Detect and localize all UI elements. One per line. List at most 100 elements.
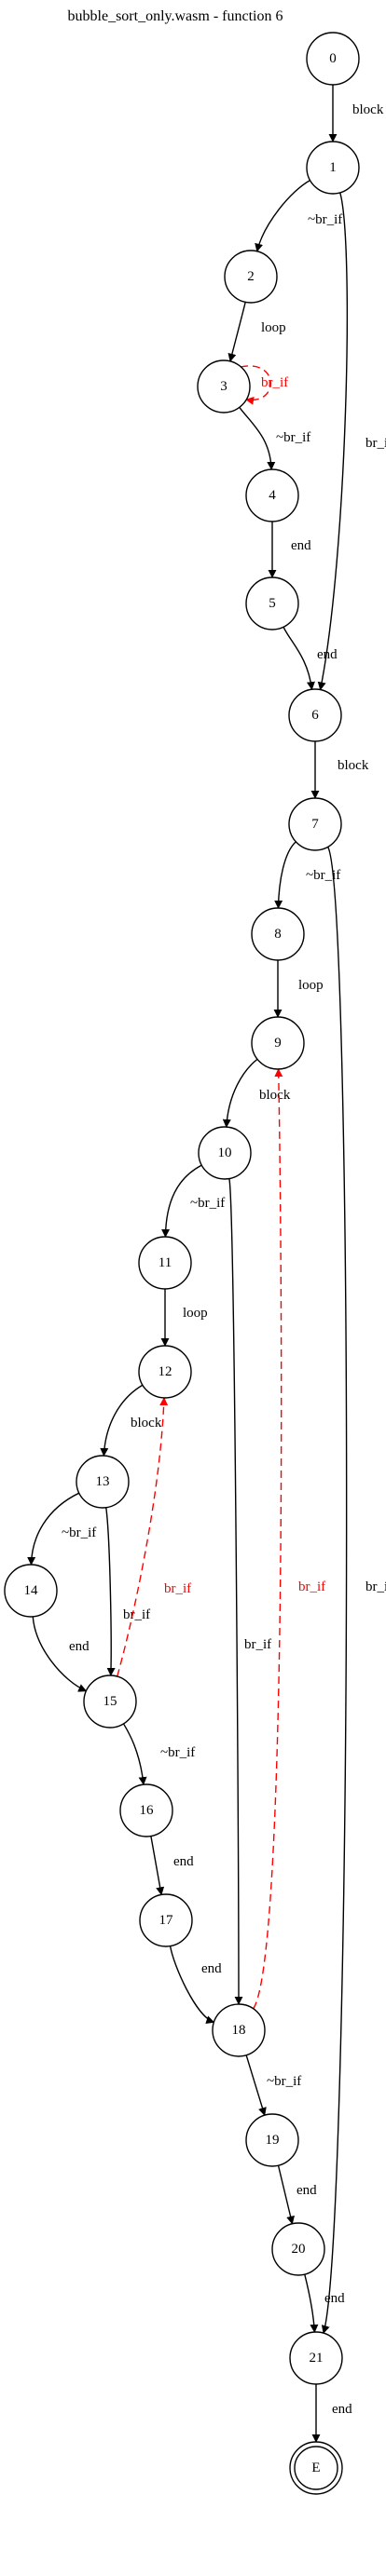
- node-label: 9: [274, 1036, 282, 1051]
- node-label: 0: [329, 51, 337, 66]
- edge-11-to-12: loop: [160, 1289, 208, 1347]
- edge-label: end: [173, 1854, 194, 1869]
- edge-13-to-15: br_if: [105, 1507, 150, 1676]
- node-label: 13: [96, 1474, 110, 1489]
- edge-21-to-E: end: [311, 2384, 352, 2443]
- node-circle: [271, 2222, 325, 2276]
- node-19: 19: [245, 2113, 299, 2167]
- diagram-title: bubble_sort_only.wasm - function 6: [68, 8, 283, 24]
- edge-line: [283, 626, 315, 691]
- node-circle: [119, 1783, 173, 1837]
- node-circle: [76, 1455, 130, 1509]
- node-label: 15: [103, 1694, 117, 1709]
- node-17: 17: [139, 1893, 193, 1947]
- edge-label: block: [259, 1088, 291, 1103]
- edge-line: [304, 2273, 319, 2333]
- edge-label: ~br_if: [267, 2074, 301, 2089]
- edge-14-to-15: end: [32, 1616, 90, 1692]
- edge-line: [227, 302, 246, 362]
- node-circle: [288, 688, 342, 742]
- edge-line: [245, 2054, 267, 2117]
- edge-label: end: [317, 647, 338, 662]
- node-circle: [197, 359, 251, 414]
- edge-label: block: [131, 1416, 162, 1430]
- node-circle: [288, 797, 342, 851]
- edge-9-to-10: block: [222, 1058, 291, 1128]
- node-14: 14: [4, 1564, 58, 1618]
- node-label: 8: [274, 927, 282, 942]
- edge-7-to-8: ~br_if: [274, 841, 340, 909]
- edge-2-to-3: loop: [227, 302, 286, 362]
- edge-15-to-16: ~br_if: [122, 1723, 195, 1786]
- edge-line: [253, 1068, 283, 2010]
- edge-10-to-11: ~br_if: [161, 1164, 225, 1238]
- edge-line: [240, 365, 271, 405]
- edge-label: loop: [183, 1306, 208, 1321]
- node-label: 10: [218, 1146, 232, 1160]
- node-label: 3: [220, 379, 227, 394]
- edge-label: ~br_if: [276, 430, 310, 445]
- node-8: 8: [251, 907, 305, 961]
- node-21: 21: [289, 2331, 343, 2385]
- edge-line: [228, 1178, 243, 2005]
- edge-19-to-20: end: [277, 2165, 317, 2225]
- node-3: 3: [197, 359, 251, 414]
- edge-1-to-2: ~br_if: [255, 179, 342, 252]
- edge-line: [277, 2165, 295, 2225]
- edge-label: end: [332, 2402, 352, 2417]
- edge-line: [169, 1946, 215, 2025]
- edge-label: loop: [298, 978, 324, 993]
- edge-1-to-6: br_if: [317, 192, 386, 691]
- node-18: 18: [212, 2003, 266, 2057]
- node-label: 11: [159, 1255, 172, 1270]
- edge-line: [222, 1058, 258, 1128]
- node-label: 20: [292, 2242, 306, 2257]
- edge-line: [117, 1397, 169, 1677]
- node-circle: [198, 1126, 252, 1180]
- edge-0-to-1: block: [328, 85, 384, 142]
- node-12: 12: [138, 1345, 192, 1399]
- edge-label: end: [296, 2183, 317, 2198]
- edge-12-to-13: block: [100, 1384, 162, 1457]
- node-circle: [289, 2331, 343, 2385]
- node-label: 2: [247, 269, 255, 284]
- node-6: 6: [288, 688, 342, 742]
- edge-17-to-18: end: [169, 1946, 222, 2025]
- edge-label: block: [338, 758, 369, 773]
- node-13: 13: [76, 1455, 130, 1509]
- node-circle: [138, 1236, 192, 1290]
- node-label: 16: [140, 1803, 155, 1818]
- node-label: 1: [329, 160, 337, 175]
- edge-label: block: [352, 102, 384, 117]
- edge-label: br_if: [164, 1581, 191, 1596]
- edge-line: [274, 841, 296, 909]
- node-circle: [212, 2003, 266, 2057]
- node-label: 17: [159, 1913, 174, 1928]
- edge-label: br_if: [365, 1579, 386, 1594]
- node-20: 20: [271, 2222, 325, 2276]
- edge-label: loop: [261, 320, 286, 335]
- node-label: 6: [311, 708, 319, 723]
- edge-line: [122, 1723, 147, 1786]
- node-7: 7: [288, 797, 342, 851]
- node-circle: [4, 1564, 58, 1618]
- node-1: 1: [306, 141, 360, 195]
- edge-3-to-3: br_if: [240, 365, 288, 405]
- node-circle: [245, 468, 299, 522]
- edge-label: br_if: [365, 436, 386, 451]
- node-circle: [138, 1345, 192, 1399]
- node-E: E: [289, 2441, 343, 2495]
- edge-line: [161, 1164, 202, 1238]
- node-label: 19: [266, 2133, 280, 2148]
- edges-layer: block~br_ifbr_ifloopbr_if~br_ifendendblo…: [27, 85, 386, 2443]
- node-5: 5: [245, 576, 299, 630]
- node-circle: [306, 141, 360, 195]
- edge-6-to-7: block: [310, 741, 369, 799]
- edge-18-to-9: br_if: [253, 1068, 325, 2010]
- edge-line: [317, 192, 349, 691]
- edge-20-to-21: end: [304, 2273, 345, 2333]
- node-label: 18: [232, 2023, 246, 2038]
- node-4: 4: [245, 468, 299, 522]
